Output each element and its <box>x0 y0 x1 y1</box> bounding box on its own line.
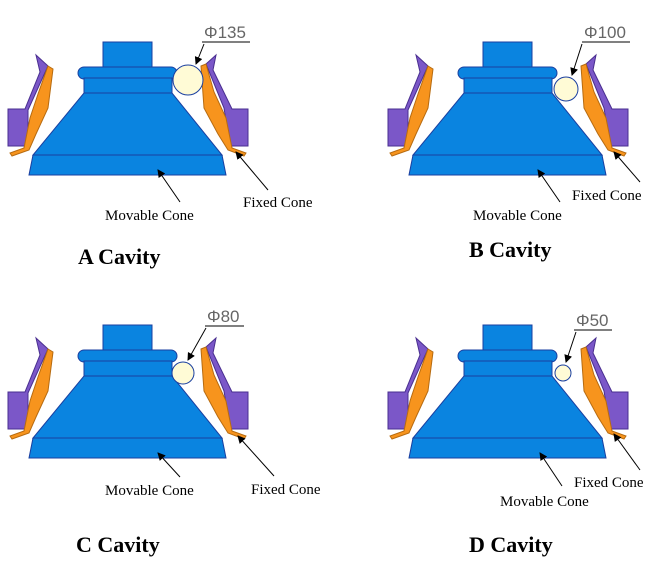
diameter-label: Φ100 <box>584 23 626 42</box>
arrow-icon <box>157 452 181 478</box>
diameter-label: Φ135 <box>204 23 246 42</box>
panel-d: Φ50 Movable Cone Fixed Cone D Cavity <box>387 311 644 557</box>
panel-title: D Cavity <box>469 532 553 557</box>
movable-cone-label: Movable Cone <box>473 208 562 224</box>
crusher-cross-section <box>387 41 629 176</box>
feed-ball <box>172 64 204 96</box>
movable-cone-label: Movable Cone <box>105 483 194 499</box>
panel-title: C Cavity <box>76 532 160 557</box>
crusher-cross-section <box>7 41 249 176</box>
arrow-icon <box>564 331 577 363</box>
diameter-label: Φ50 <box>576 311 608 330</box>
panel-b: Φ100 Movable Cone Fixed Cone B Cavity <box>387 23 642 262</box>
panel-title: A Cavity <box>78 244 161 269</box>
crusher-cross-section <box>7 324 249 459</box>
feed-ball <box>553 76 579 102</box>
movable-cone-label: Movable Cone <box>105 208 194 224</box>
panel-title: B Cavity <box>469 237 552 262</box>
feed-ball <box>554 364 572 382</box>
arrow-icon <box>613 151 641 183</box>
fixed-cone-label: Fixed Cone <box>574 475 644 491</box>
arrow-icon <box>537 169 561 203</box>
arrow-icon <box>237 435 275 477</box>
arrow-icon <box>613 433 641 471</box>
feed-ball <box>171 361 195 385</box>
panel-a: Φ135 Movable Cone Fixed Cone A Cavity <box>7 23 313 269</box>
fixed-cone-label: Fixed Cone <box>251 482 321 498</box>
panel-c: Φ80 Movable Cone Fixed Cone C Cavity <box>7 307 321 557</box>
movable-cone-label: Movable Cone <box>500 494 589 510</box>
arrow-icon <box>539 452 563 487</box>
arrow-icon <box>187 327 207 361</box>
fixed-cone-label: Fixed Cone <box>572 188 642 204</box>
arrow-icon <box>570 43 583 76</box>
fixed-cone-label: Fixed Cone <box>243 195 313 211</box>
diameter-label: Φ80 <box>207 307 239 326</box>
arrow-icon <box>194 43 205 65</box>
crusher-cross-section <box>387 324 629 459</box>
arrow-icon <box>235 151 269 191</box>
arrow-icon <box>157 169 181 203</box>
